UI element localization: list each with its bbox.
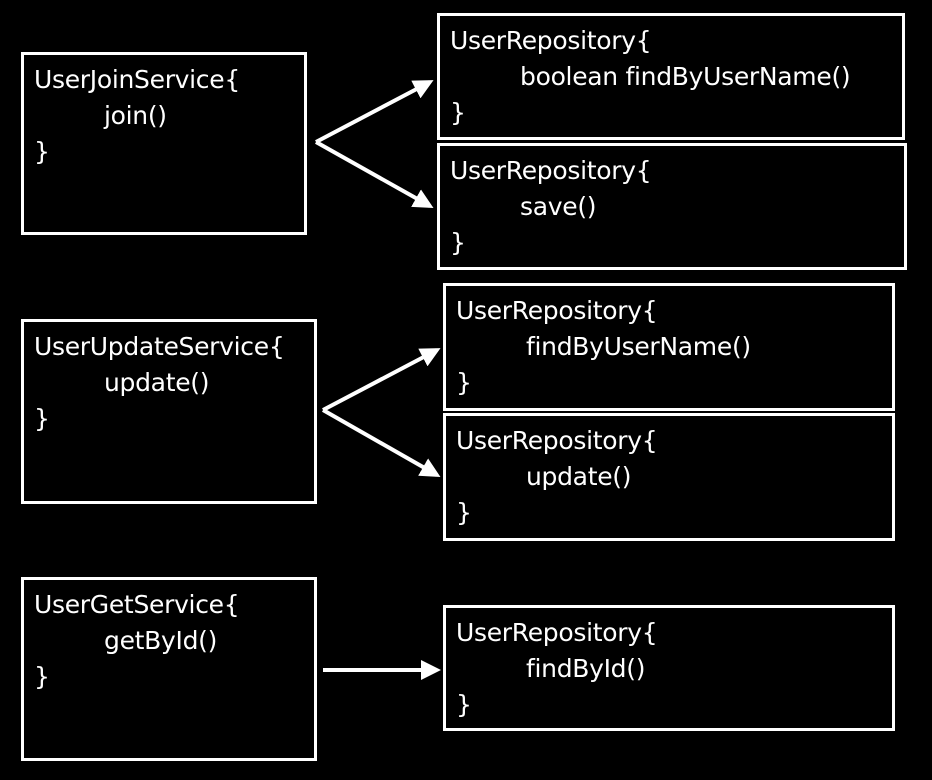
user-repository-update-box: UserRepository{ update() }	[443, 413, 895, 541]
repository-name: UserRepository{	[456, 426, 658, 455]
user-update-service-box: UserUpdateService{ update() }	[21, 319, 317, 504]
service-close-brace: }	[34, 137, 50, 166]
repository-close-brace: }	[456, 690, 472, 719]
service-close-brace: }	[34, 662, 50, 691]
repository-method: findByUserName()	[526, 332, 751, 361]
repository-close-brace: }	[456, 368, 472, 397]
user-join-service-box: UserJoinService{ join() }	[21, 52, 307, 235]
service-name: UserGetService{	[34, 590, 240, 619]
repository-close-brace: }	[456, 498, 472, 527]
user-repository-findbyusername-box: UserRepository{ findByUserName() }	[443, 283, 895, 411]
repository-name: UserRepository{	[450, 156, 652, 185]
service-name: UserUpdateService{	[34, 332, 285, 361]
service-name: UserJoinService{	[34, 65, 240, 94]
service-method: update()	[104, 368, 210, 397]
service-method: getById()	[104, 626, 218, 655]
arrow-update-to-findbyusername	[322, 348, 441, 412]
arrow-update-to-update	[322, 408, 441, 477]
service-close-brace: }	[34, 404, 50, 433]
repository-method: boolean findByUserName()	[520, 62, 851, 91]
repository-name: UserRepository{	[456, 296, 658, 325]
repository-close-brace: }	[450, 98, 466, 127]
user-repository-findbyusername-box: UserRepository{ boolean findByUserName()…	[437, 13, 905, 140]
user-repository-findbyid-box: UserRepository{ findById() }	[443, 605, 895, 731]
repository-close-brace: }	[450, 228, 466, 257]
service-method: join()	[104, 101, 167, 130]
repository-name: UserRepository{	[456, 618, 658, 647]
repository-method: save()	[520, 192, 597, 221]
user-repository-save-box: UserRepository{ save() }	[437, 143, 907, 270]
repository-method: update()	[526, 462, 632, 491]
arrow-join-to-findbyusername	[315, 80, 434, 144]
repository-method: findById()	[526, 654, 646, 683]
repository-name: UserRepository{	[450, 26, 652, 55]
user-get-service-box: UserGetService{ getById() }	[21, 577, 317, 761]
arrow-join-to-save	[315, 140, 434, 208]
